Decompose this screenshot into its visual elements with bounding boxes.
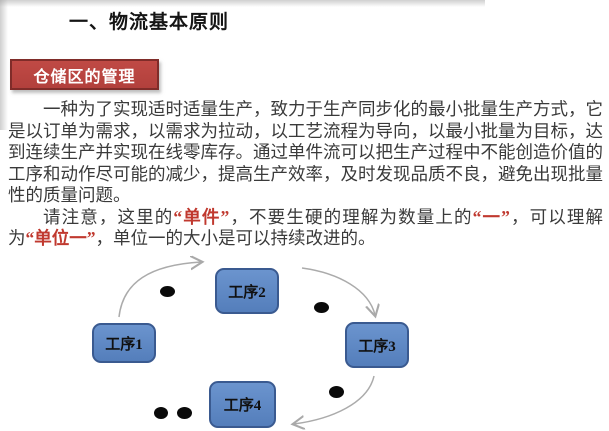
cycle-arrows	[118, 255, 609, 431]
process-box-4-label: 工序4	[223, 398, 262, 414]
process-box-1: 工序1	[92, 323, 156, 363]
process-box-4: 工序4	[209, 381, 276, 428]
highlighted-term: “单位一”	[25, 228, 96, 248]
section-banner-label: 仓储区的管理	[33, 68, 136, 86]
paragraph: 一种为了实现适时适量生产，致力于生产同步化的最小批量生产方式，它是以订单为需求，…	[8, 99, 603, 207]
scan-edge-top	[0, 0, 485, 7]
scan-edge-left	[0, 0, 8, 130]
body-text: 一种为了实现适时适量生产，致力于生产同步化的最小批量生产方式，它是以订单为需求，…	[8, 99, 603, 250]
text-run: 一种为了实现适时适量生产，致力于生产同步化的最小批量生产方式，它是以订单为需求，…	[8, 99, 603, 205]
work-item-dot	[177, 407, 192, 419]
arrow-process3-to-process4	[294, 375, 375, 424]
work-item-dot	[329, 386, 344, 398]
text-run: ，可以理解为	[8, 206, 604, 249]
process-box-1-label: 工序1	[105, 336, 143, 353]
process-box-3-label: 工序3	[358, 338, 396, 355]
section-banner: 仓储区的管理	[10, 59, 159, 90]
text-run: ，单位一的大小是可以持续改进的。	[95, 228, 376, 248]
process-box-2: 工序2	[215, 268, 279, 314]
arrow-process2-to-process3	[301, 267, 375, 315]
process-cycle-diagram: 工序1 工序2 工序3 工序4	[0, 255, 609, 431]
work-item-dot	[160, 286, 175, 297]
text-run: ，不要生硬的理解为数量上的	[229, 206, 473, 227]
arrow-process1-to-process2	[118, 262, 201, 318]
process-box-3: 工序3	[345, 322, 409, 368]
highlighted-term: “单件”	[173, 206, 230, 227]
paragraph: 请注意，这里的“单件”，不要生硬的理解为数量上的“一”，可以理解为“单位一”，单…	[8, 207, 603, 250]
work-item-dot	[314, 302, 329, 313]
page-title: 一、物流基本原则	[69, 12, 230, 33]
text-run: 请注意，这里的	[43, 206, 174, 227]
highlighted-term: “一”	[472, 206, 510, 227]
process-box-2-label: 工序2	[228, 284, 266, 301]
work-item-dot	[154, 407, 168, 419]
